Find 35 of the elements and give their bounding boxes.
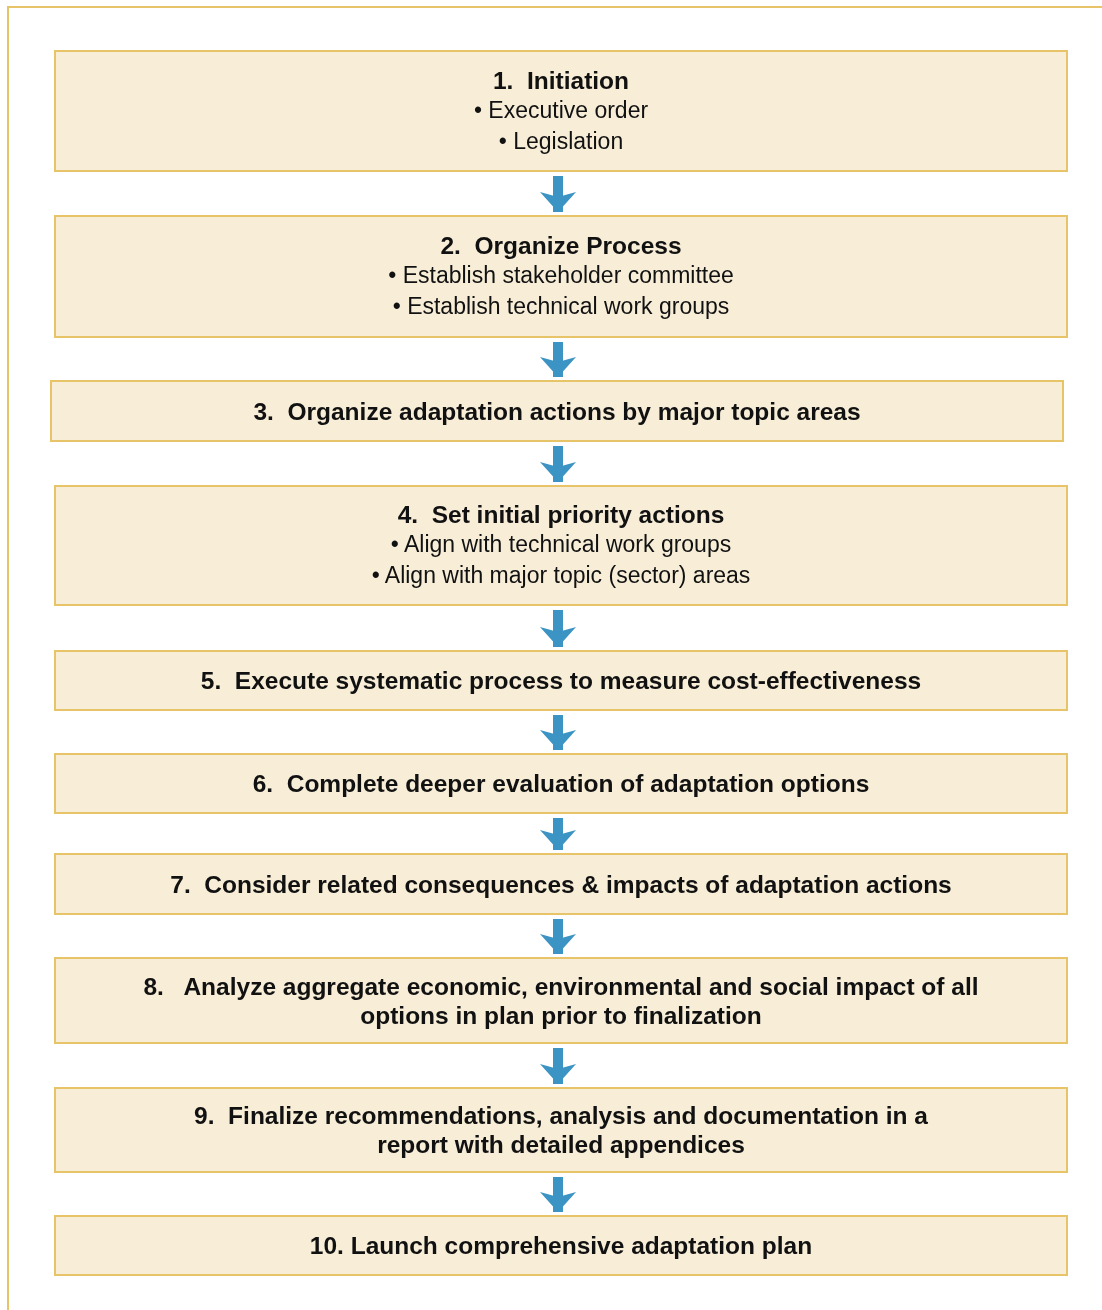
step-title: 10. Launch comprehensive adaptation plan xyxy=(309,1231,813,1260)
process-box xyxy=(54,50,1068,172)
down-arrow xyxy=(540,176,576,212)
step-title: 4. Set initial priority actions xyxy=(397,500,725,529)
down-arrow xyxy=(540,610,576,647)
process-box xyxy=(54,215,1068,338)
down-arrow xyxy=(540,1048,576,1084)
down-arrow xyxy=(540,919,576,954)
bullet-item: • Align with technical work groups xyxy=(390,530,732,559)
process-box xyxy=(50,380,1064,442)
down-arrow xyxy=(540,715,576,750)
process-box xyxy=(54,650,1068,711)
process-box xyxy=(54,1087,1068,1173)
step-title: 7. Consider related consequences & impacts of adaptation actions xyxy=(170,869,952,899)
process-box xyxy=(54,853,1068,915)
bullet-item: • Executive order xyxy=(473,95,649,125)
step-title: 5. Execute systematic process to measure cost-effectiveness xyxy=(200,666,922,695)
bullet-item: • Establish stakeholder committee xyxy=(388,261,734,290)
bullet-item: • Legislation xyxy=(498,126,624,156)
down-arrow xyxy=(540,446,576,482)
down-arrow xyxy=(540,818,576,850)
bullet-item: • Align with major topic (sector) areas xyxy=(371,561,751,590)
down-arrow xyxy=(540,1177,576,1212)
bullet-item: • Establish technical work groups xyxy=(392,292,730,321)
step-title: 6. Complete deeper evaluation of adaptation options xyxy=(252,769,870,798)
process-box xyxy=(54,753,1068,814)
step-title: 2. Organize Process xyxy=(440,231,682,260)
step-title: 1. Initiation xyxy=(492,65,630,95)
step-title: 3. Organize adaptation actions by major topic areas xyxy=(253,396,861,426)
step-title: 8. Analyze aggregate economic, environmental and social impact of all options in plan prior to finalization xyxy=(142,971,980,1030)
process-box xyxy=(54,1215,1068,1276)
process-box xyxy=(54,485,1068,606)
step-title: 9. Finalize recommendations, analysis and documentation in a report with detailed appendices xyxy=(193,1101,929,1159)
process-box xyxy=(54,957,1068,1044)
down-arrow xyxy=(540,342,576,377)
